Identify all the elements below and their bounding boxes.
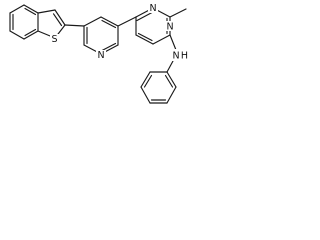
pyrimidine-group: N N [135, 3, 187, 45]
bond [169, 34, 177, 51]
bond [140, 71, 151, 88]
bond [64, 24, 85, 27]
bond [24, 28, 37, 37]
bond [135, 34, 154, 45]
methyl-bond [169, 8, 187, 18]
bond [136, 11, 153, 22]
bond [83, 16, 102, 27]
bond [101, 19, 117, 29]
bond [166, 60, 174, 73]
bond [9, 4, 25, 14]
molecule-structure-diagram: S N N N N [9, 3, 188, 104]
bond [117, 16, 137, 27]
bond [37, 9, 56, 14]
pyrimidine-nitrogen-right-label: N [166, 22, 173, 33]
bond [24, 7, 37, 16]
bond [143, 74, 153, 88]
bond [9, 30, 25, 40]
amine-nitrogen-label: N [172, 51, 179, 62]
phenyl-group [140, 71, 177, 104]
sulfur-atom-label: S [51, 34, 57, 45]
amine-hydrogen-label: H [181, 51, 188, 62]
amine-group: N H [166, 34, 188, 73]
pyrimidine-nitrogen-top-label: N [149, 3, 156, 14]
bond [23, 4, 39, 14]
bond [52, 13, 63, 27]
bond [166, 71, 177, 88]
bond [166, 86, 177, 104]
bond [23, 30, 39, 40]
bond [137, 32, 153, 42]
bond [101, 42, 117, 52]
pyridine-nitrogen-label: N [97, 50, 104, 61]
bond [100, 16, 119, 27]
bond [140, 86, 151, 104]
bond [164, 74, 174, 88]
bond [54, 9, 66, 26]
pyridine-group: N [83, 16, 119, 61]
benzothiophene-group: S [9, 4, 66, 45]
bond [152, 34, 171, 45]
